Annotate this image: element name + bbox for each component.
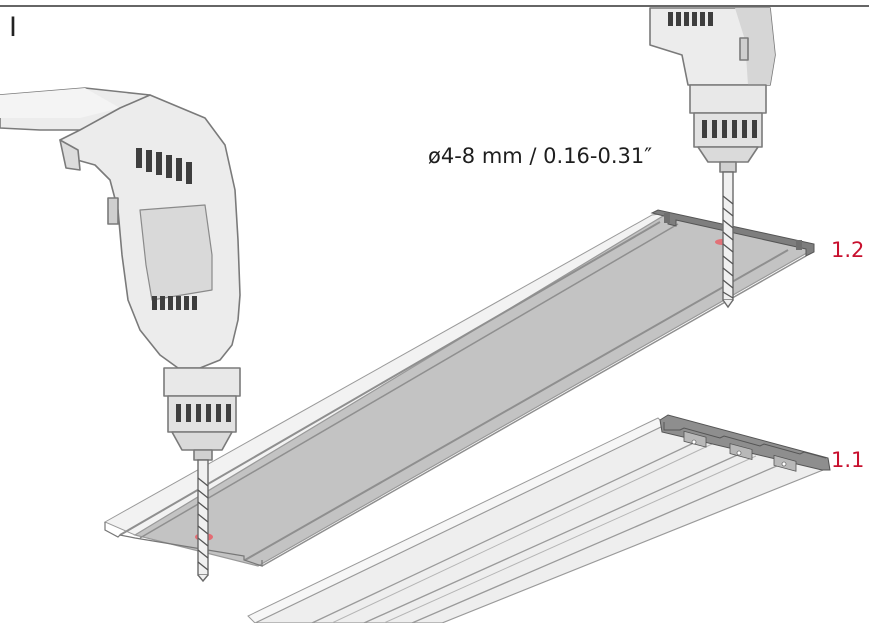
drill-spec-label: ø4-8 mm / 0.16-0.31″ [428, 144, 653, 168]
profile-1-1-groove [363, 451, 745, 624]
profile-1-2-lip [261, 255, 807, 567]
vent-slots [136, 148, 192, 184]
profile-1-1 [247, 414, 831, 624]
power-drill-icon [649, 7, 776, 173]
profile-1-2-lip [244, 249, 789, 561]
profile-1-1-side-face [247, 417, 666, 624]
end-clip-diffuser [659, 414, 831, 472]
drill-chuck [689, 84, 767, 114]
power-drill-icon [0, 87, 241, 461]
profile-1-2 [103, 209, 815, 567]
part-label-1-2: 1.2 [831, 238, 865, 262]
profile-1-2-near-edge [104, 522, 263, 567]
step-label: I [9, 12, 17, 43]
profile-1-1-groove [383, 455, 757, 624]
vent-slots [152, 296, 197, 310]
profile-1-1-groove [311, 439, 701, 624]
drill-bit-icon [722, 171, 734, 309]
profile-1-1-groove [331, 443, 713, 624]
profile-1-2-lip [119, 221, 661, 536]
part-label-1-1: 1.1 [831, 448, 865, 472]
profile-1-1-groove [411, 461, 787, 624]
drill-bit-icon [197, 459, 209, 583]
profile-1-2-lip [139, 223, 679, 539]
drill-chuck [163, 367, 241, 397]
